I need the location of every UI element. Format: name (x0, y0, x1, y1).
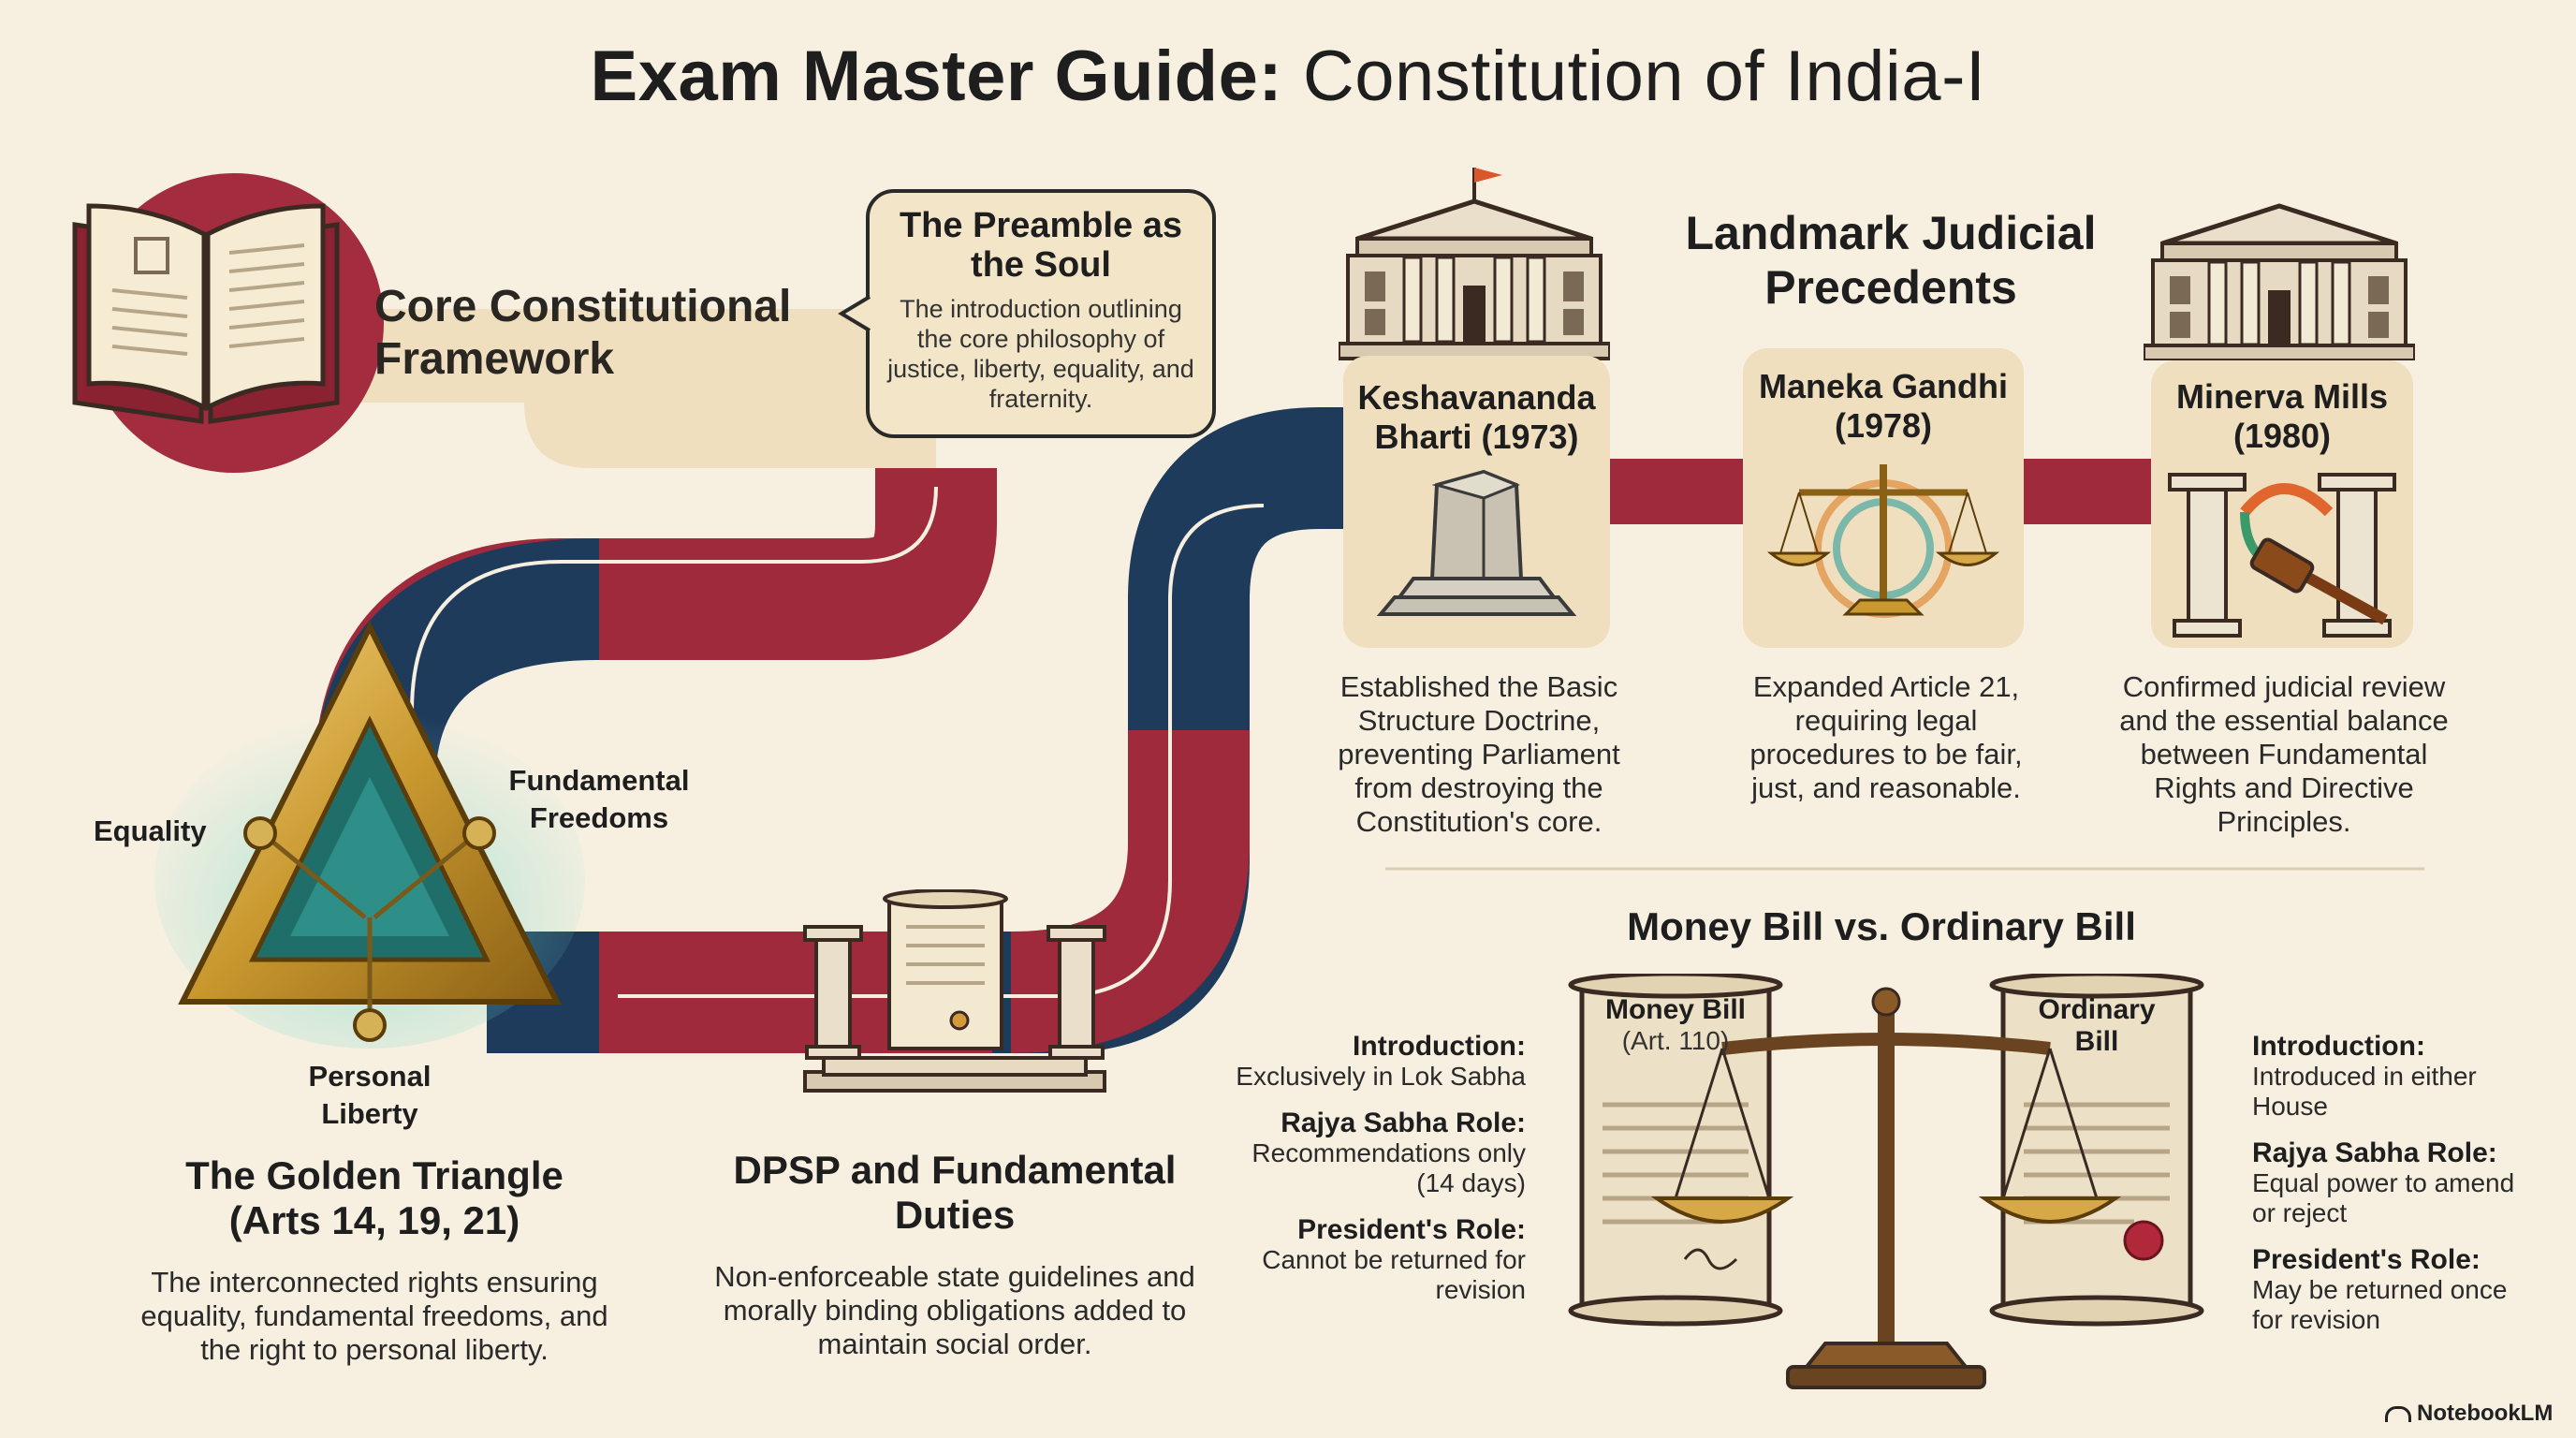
case-text-maneka-gandhi: Expanded Article 21, requiring legal pro… (1749, 670, 2023, 804)
case-card-maneka-gandhi: Maneka Gandhi (1978) (1743, 348, 2024, 648)
case-name: Minerva Mills (1980) (2175, 377, 2389, 455)
ordinary-rajya-key: Rajya Sabha Role: (2252, 1137, 2497, 1168)
pillars-gavel-icon (2168, 473, 2396, 638)
money-president-key: President's Role: (1297, 1214, 1526, 1245)
scroll-pillars-icon (803, 889, 1106, 1093)
ordinary-president-key: President's Role: (2252, 1244, 2481, 1275)
case-text-minerva-mills: Confirmed judicial review and the essent… (2119, 670, 2449, 838)
dpsp-text: Non-enforceable state guidelines and mor… (714, 1260, 1195, 1360)
money-intro-value: Exclusively in Lok Sabha (1236, 1062, 1526, 1091)
preamble-heading: The Preamble as the Soul (899, 206, 1183, 285)
brand-text: NotebookLM (2417, 1401, 2554, 1426)
triangle-heading: The Golden Triangle (Arts 14, 19, 21) (185, 1153, 564, 1242)
case-card-keshavananda: Keshavananda Bharti (1973) (1343, 356, 1610, 648)
money-bill-scroll-title: Money Bill (1604, 994, 1746, 1025)
courthouse-icon-2 (2144, 203, 2415, 360)
page-title: Exam Master Guide: Constitution of India… (0, 36, 2576, 117)
case-name: Keshavananda Bharti (1973) (1357, 378, 1596, 456)
case-text-keshavananda: Established the Basic Structure Doctrine… (1338, 670, 1620, 838)
money-bill-scroll-subtitle: (Art. 110) (1621, 1026, 1730, 1055)
triangle-text: The interconnected rights ensuring equal… (140, 1266, 608, 1366)
preamble-text: The introduction outlining the core phil… (887, 295, 1194, 413)
scales-of-justice-icon (1766, 464, 2000, 618)
money-rajya-value: Recommendations only (14 days) (1251, 1138, 1526, 1197)
ordinary-intro-key: Introduction: (2252, 1031, 2425, 1062)
ordinary-intro-value: Introduced in either House (2252, 1062, 2477, 1121)
golden-triangle-icon (154, 621, 585, 1049)
money-bill-details: Introduction: Exclusively in Lok Sabha R… (1236, 1032, 1526, 1322)
precedents-heading: Landmark Judicial Precedents (1685, 207, 2097, 314)
ordinary-president-value: May be returned once for revision (2252, 1275, 2508, 1334)
money-rajya-key: Rajya Sabha Role: (1281, 1108, 1526, 1138)
title-bold: Exam Master Guide: (590, 37, 1283, 116)
framework-heading: Core Constitutional Framework (374, 282, 792, 384)
callout-pointer (838, 295, 871, 332)
case-card-minerva-mills: Minerva Mills (1980) (2151, 360, 2413, 648)
open-book-icon (72, 203, 340, 424)
case-name: Maneka Gandhi (1978) (1758, 367, 2009, 445)
stone-pillar-icon (1376, 469, 1577, 616)
ordinary-bill-scroll-title: Ordinary Bill (2038, 994, 2156, 1057)
brand-label: NotebookLM (2385, 1401, 2553, 1427)
bills-heading: Money Bill vs. Ordinary Bill (1627, 904, 2136, 948)
label-equality: Equality (94, 814, 207, 847)
label-personal-liberty: Personal Liberty (308, 1060, 432, 1130)
money-intro-key: Introduction: (1353, 1031, 1526, 1062)
money-president-value: Cannot be returned for revision (1262, 1245, 1526, 1304)
bills-scales-graphic (1568, 974, 2204, 1389)
notebooklm-logo-icon (2385, 1406, 2411, 1423)
dpsp-heading: DPSP and Fundamental Duties (733, 1148, 1177, 1237)
courthouse-icon (1339, 168, 1610, 360)
ordinary-rajya-value: Equal power to amend or reject (2252, 1168, 2515, 1227)
preamble-callout: The Preamble as the Soul The introductio… (866, 189, 1216, 438)
label-fundamental-freedoms: Fundamental Freedoms (508, 764, 690, 834)
ordinary-bill-details: Introduction: Introduced in either House… (2252, 1032, 2533, 1352)
title-regular: Constitution of India-I (1302, 37, 1986, 116)
